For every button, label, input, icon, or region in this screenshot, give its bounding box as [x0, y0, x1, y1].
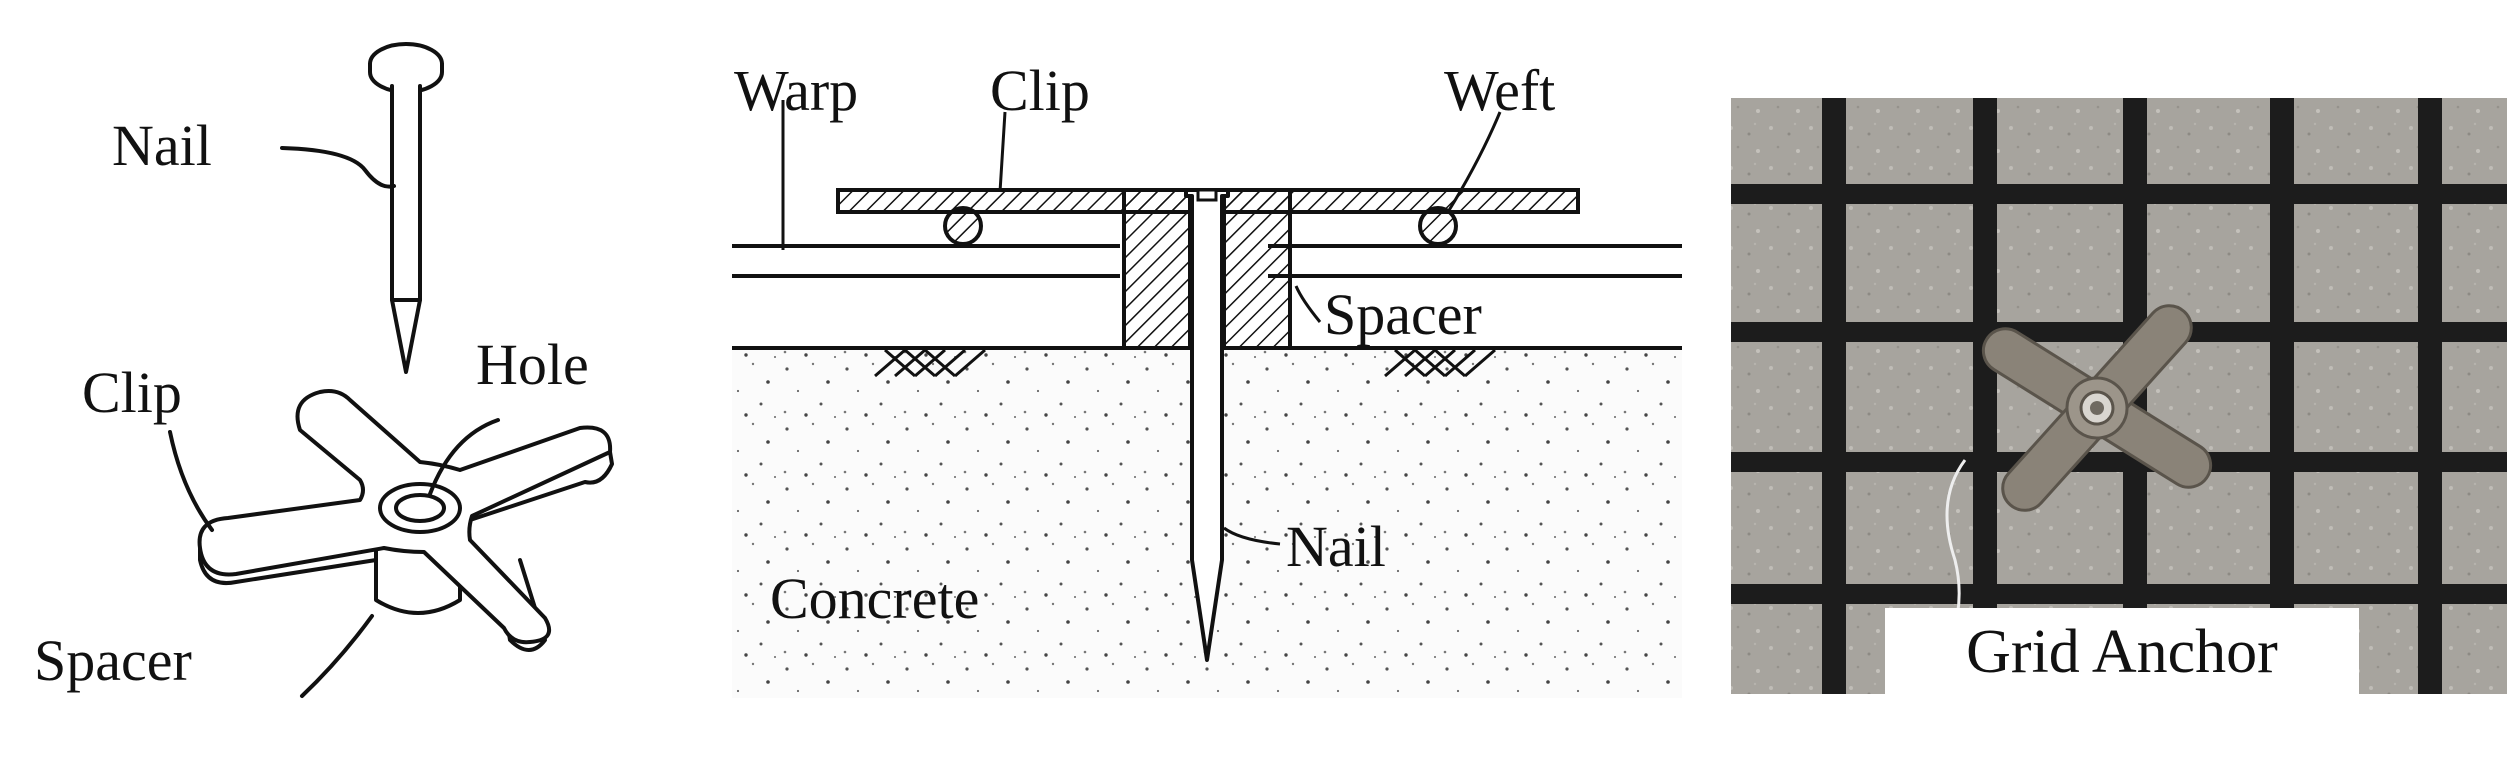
- cross-section-drawing: Warp Clip Weft Spacer Nail Concrete: [732, 58, 1682, 698]
- spacer-right: [1222, 188, 1292, 350]
- hole-leader: [428, 418, 500, 496]
- clip-body: [197, 389, 614, 652]
- ground-marks: [874, 348, 1496, 378]
- spacer-leader: [300, 614, 374, 698]
- nail-section: [1184, 188, 1230, 662]
- clip-leader: [998, 111, 1007, 193]
- label-clip: Clip: [82, 360, 182, 425]
- exploded-view-drawing: Nail Hole Clip Spacer: [34, 42, 614, 698]
- spacer-left: [1122, 188, 1192, 350]
- caption-box: [1885, 608, 2359, 694]
- panel-photo: Grid Anchor: [1725, 0, 2516, 760]
- label-nail: Nail: [1286, 514, 1386, 579]
- caption-text: Grid Anchor: [1966, 618, 2278, 686]
- label-spacer: Spacer: [1324, 282, 1482, 347]
- label-nail: Nail: [112, 113, 212, 178]
- label-clip: Clip: [990, 58, 1090, 123]
- nail-leader: [280, 146, 396, 189]
- weft-right: [1418, 206, 1458, 246]
- weft-leader: [1446, 111, 1502, 213]
- weft-left: [943, 206, 983, 246]
- label-concrete: Concrete: [770, 566, 979, 631]
- grid-anchor-photo: Grid Anchor: [1731, 98, 2507, 694]
- label-warp: Warp: [734, 58, 858, 123]
- anchor-clip: [1981, 304, 2213, 512]
- panel-cross-section: Warp Clip Weft Spacer Nail Concrete: [720, 0, 1700, 760]
- label-weft: Weft: [1444, 58, 1555, 123]
- spacer-leader: [1294, 285, 1322, 323]
- panel-exploded-view: Nail Hole Clip Spacer: [0, 0, 700, 760]
- geogrid: [1731, 98, 2507, 694]
- nail-leader: [1223, 526, 1281, 546]
- label-spacer: Spacer: [34, 628, 192, 693]
- nail-shank: [390, 84, 422, 374]
- label-hole: Hole: [476, 332, 589, 397]
- clip-leader: [168, 430, 214, 532]
